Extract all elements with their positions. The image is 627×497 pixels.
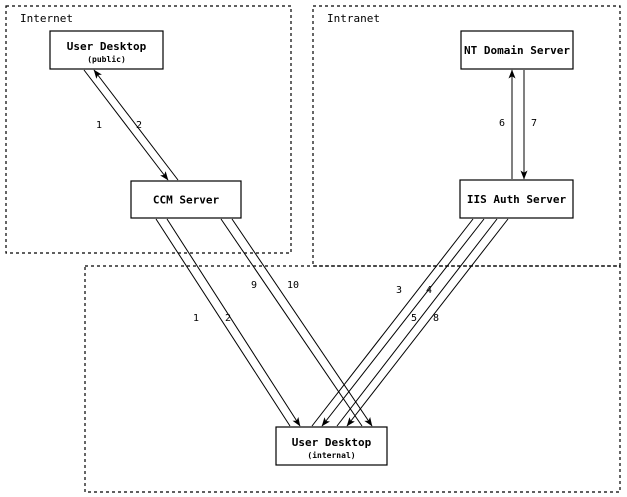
node-user-desktop-internal[interactable]: User Desktop(internal)	[275, 426, 388, 466]
edge-label-e1b: 1	[193, 313, 199, 324]
node-title-ccm-server: CCM Server	[153, 194, 220, 207]
connection-lines	[83, 69, 528, 427]
node-box-user-desktop-public[interactable]	[49, 30, 164, 70]
zone-border-intranet	[312, 5, 621, 267]
connection-labels: 1 2 6 7 1 2 9 10 3 4 5 8	[96, 118, 537, 324]
node-user-desktop-public[interactable]: User Desktop(public)	[49, 30, 164, 70]
node-title-user-desktop-internal: User Desktop	[292, 436, 372, 449]
edge-e4-line	[321, 218, 485, 427]
edge-e2b-line	[166, 218, 301, 427]
edge-label-e7: 7	[531, 118, 537, 129]
edge-label-e9: 9	[251, 280, 257, 291]
zone-intranet: Intranet	[312, 5, 621, 267]
edge-e10-line	[231, 218, 373, 427]
node-box-user-desktop-internal[interactable]	[275, 426, 388, 466]
node-title-user-desktop-public: User Desktop	[67, 40, 147, 53]
node-title-iis-auth-server: IIS Auth Server	[467, 193, 567, 206]
edge-e1b-line	[155, 218, 291, 427]
node-iis-auth-server[interactable]: IIS Auth Server	[459, 179, 574, 219]
edge-label-e4: 4	[426, 285, 432, 296]
node-box-iis-auth-server[interactable]	[459, 179, 574, 219]
edge-label-e5: 5	[411, 313, 417, 324]
edge-label-e10: 10	[287, 280, 299, 291]
node-title-nt-domain-server: NT Domain Server	[464, 44, 570, 57]
edge-label-e6: 6	[499, 118, 505, 129]
edge-label-e2b: 2	[225, 313, 231, 324]
zone-internal	[84, 265, 621, 493]
edge-label-e1: 1	[96, 120, 102, 131]
zone-border-internal	[84, 265, 621, 493]
edge-label-e2: 2	[136, 120, 142, 131]
edge-label-e8: 8	[433, 313, 439, 324]
node-box-nt-domain-server[interactable]	[460, 30, 574, 70]
edge-e8-line	[346, 218, 509, 427]
edge-label-e3: 3	[396, 285, 402, 296]
edge-e2-line	[93, 69, 179, 181]
node-subtitle-user-desktop-public: (public)	[87, 54, 126, 64]
edge-e1-line	[83, 69, 169, 181]
node-nt-domain-server[interactable]: NT Domain Server	[460, 30, 574, 70]
zone-boundaries: Internet Intranet	[5, 5, 621, 493]
zone-internet: Internet	[5, 5, 292, 254]
zone-border-internet	[5, 5, 292, 254]
edge-e5-line	[336, 218, 498, 427]
zone-label-intranet: Intranet	[327, 12, 380, 25]
node-ccm-server[interactable]: CCM Server	[130, 180, 242, 219]
node-box-ccm-server[interactable]	[130, 180, 242, 219]
zone-label-internet: Internet	[20, 12, 73, 25]
node-subtitle-user-desktop-internal: (internal)	[307, 450, 355, 460]
edge-e3-line	[311, 218, 474, 427]
